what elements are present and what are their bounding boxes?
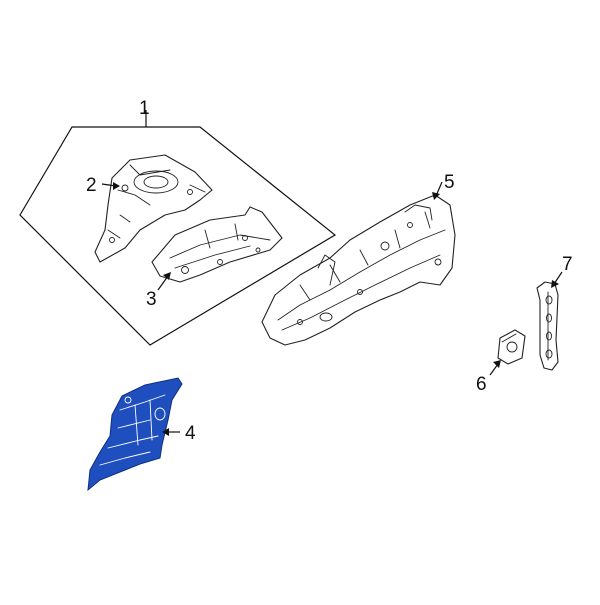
callout-1[interactable]: 1 [139, 98, 150, 119]
callout-6[interactable]: 6 [476, 374, 487, 395]
part-4-splash-shield[interactable] [87, 377, 183, 492]
assembly-1-bracket [19, 110, 337, 346]
callout-2[interactable]: 2 [86, 175, 97, 196]
part-2-wheelhouse[interactable] [94, 154, 213, 263]
part-6-bracket[interactable] [497, 329, 526, 365]
leader-2 [101, 182, 120, 190]
part-5-front-rail[interactable] [261, 194, 456, 346]
leader-6 [489, 360, 501, 376]
callout-7[interactable]: 7 [562, 254, 573, 275]
callout-5[interactable]: 5 [444, 172, 455, 193]
part-7-reinforcement[interactable] [536, 281, 559, 371]
leader-3 [157, 272, 171, 291]
leader-7 [551, 271, 563, 288]
callout-3[interactable]: 3 [146, 289, 157, 310]
callout-4[interactable]: 4 [185, 423, 196, 444]
leader-4 [162, 428, 180, 436]
leader-5 [432, 181, 443, 200]
part-3-side-member[interactable] [151, 206, 283, 283]
